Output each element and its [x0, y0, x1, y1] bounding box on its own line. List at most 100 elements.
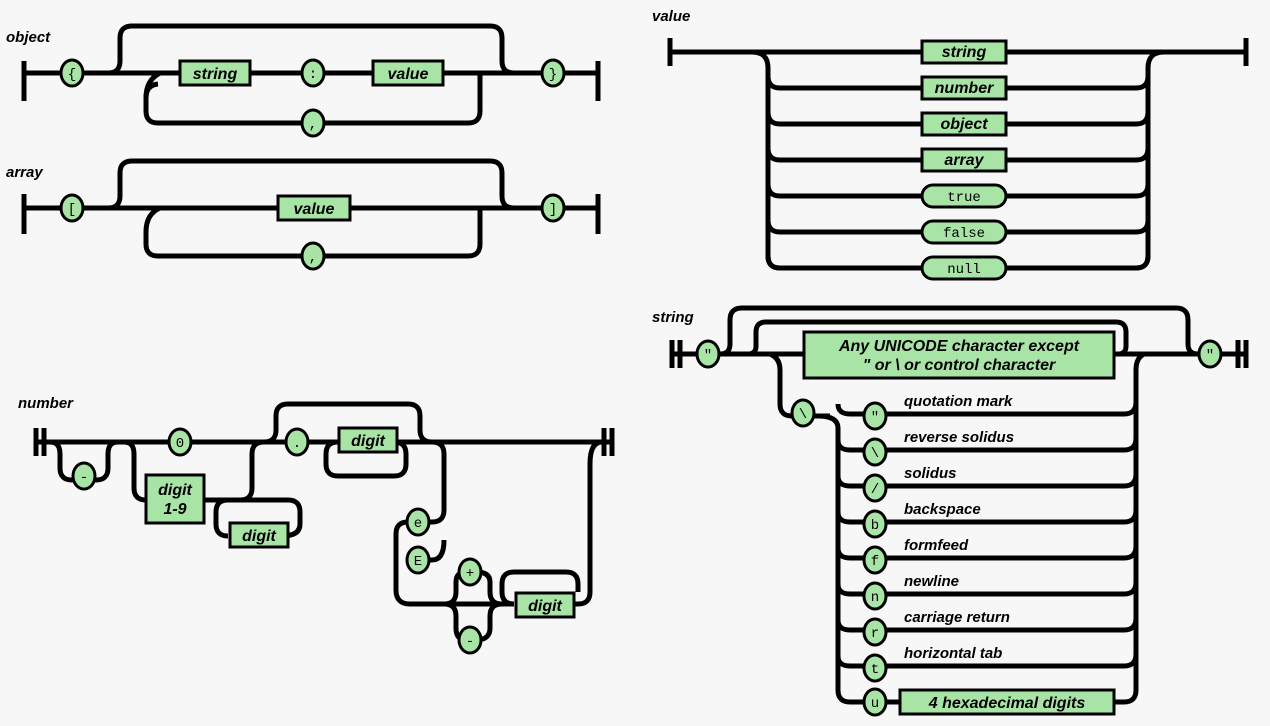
- value-option-true-node: [920, 183, 1008, 209]
- number-exponent-rail: [393, 519, 514, 607]
- number-digit19-label1: digit: [158, 482, 192, 499]
- string-close-quote-label: ": [1206, 348, 1214, 364]
- value-option-label: object: [940, 116, 988, 133]
- string-escape-char-node: [862, 401, 888, 431]
- number-int-digit-label: digit: [242, 528, 276, 545]
- number-minus-node: [71, 461, 97, 491]
- number-frac-digit-label: digit: [351, 433, 385, 450]
- array-open-bracket-node: [59, 193, 85, 223]
- string-escape-char-label: r: [871, 626, 879, 642]
- number-e-lower-label: e: [414, 516, 422, 532]
- number-title: number: [18, 395, 74, 412]
- object-value-node: [371, 59, 445, 87]
- string-backslash-label: \: [799, 407, 807, 423]
- string-escape-desc: horizontal tab: [904, 645, 1002, 662]
- number-exp-digit-node: [514, 591, 576, 619]
- string-empty-bypass: [719, 305, 1199, 357]
- array-title: array: [6, 164, 43, 181]
- number-exp-digit-label: digit: [528, 598, 562, 615]
- array-empty-bypass: [107, 158, 515, 211]
- string-unicode-char-node: [802, 330, 1116, 380]
- string-unicode-char-line1: Any UNICODE character except: [838, 338, 1080, 355]
- string-escape-char-node: [862, 545, 888, 575]
- number-e-upper-node: [405, 545, 431, 575]
- string-escape-char-label: u: [871, 696, 879, 712]
- string-escape-line: [835, 581, 1139, 597]
- number-digit19-node: [144, 473, 206, 525]
- string-escape-char-label: \: [871, 446, 879, 462]
- number-exponent-branch: [424, 439, 447, 563]
- number-zero-label: 0: [176, 436, 184, 452]
- number-digit19-branch: [123, 439, 150, 503]
- number-plus-node: [457, 557, 483, 587]
- number-dot-node: [284, 427, 310, 457]
- value-option-number-node: [920, 75, 1008, 101]
- array-close-bracket-label: ]: [549, 202, 557, 218]
- value-option-null-node: [920, 255, 1008, 281]
- string-escape-left-rail: [817, 413, 864, 705]
- object-open-brace-label: {: [68, 67, 76, 83]
- object-close-brace-label: }: [549, 67, 557, 83]
- object-comma-node: [300, 108, 326, 138]
- object-string-node: [178, 59, 252, 87]
- number-frac-digit-node: [337, 426, 399, 454]
- string-escape-char-label: ": [871, 410, 879, 426]
- array-comma-node: [300, 241, 326, 271]
- array-close-bracket-node: [540, 193, 566, 223]
- string-escape-char-node: [862, 473, 888, 503]
- value-option-label: true: [947, 190, 981, 206]
- number-digit19-label2: 1-9: [163, 501, 186, 518]
- array-value-label: value: [294, 201, 335, 218]
- string-title: string: [652, 309, 694, 326]
- number-digit19-join: [204, 439, 265, 503]
- value-title: value: [652, 8, 690, 25]
- string-escape-char-node: [862, 581, 888, 611]
- number-exp-digit-loop: [499, 569, 581, 607]
- string-repeat-loop: [747, 319, 1129, 357]
- string-escape-desc: quotation mark: [904, 393, 1013, 410]
- string-escape-right-rail: [1115, 351, 1147, 705]
- object-string-label: string: [193, 66, 238, 83]
- number-dot-label: .: [293, 436, 301, 452]
- string-open-quote-label: ": [704, 348, 712, 364]
- number-int-digit-node: [228, 521, 290, 549]
- string-open-quote-node: [695, 339, 721, 369]
- string-escape-line: [835, 617, 1139, 633]
- number-e-lower-node: [405, 507, 431, 537]
- array-value-node: [276, 194, 352, 222]
- value-diagram: value stringnumberobjectarraytruefalsenu…: [652, 8, 1249, 281]
- number-zero-node: [167, 427, 193, 457]
- string-unicode-char-line2: " or \ or control character: [863, 357, 1056, 374]
- string-escape-line: [835, 545, 1139, 561]
- number-minus-label: -: [80, 470, 88, 486]
- number-exponent-join: [566, 439, 603, 607]
- value-option-label: null: [947, 262, 981, 278]
- string-escape-line: [835, 401, 1139, 417]
- string-escape-char-label: b: [871, 518, 879, 534]
- string-escape-char-node: [862, 509, 888, 539]
- number-fraction-bypass: [263, 401, 433, 445]
- value-option-label: number: [935, 80, 994, 97]
- string-escape-line: [835, 473, 1139, 489]
- number-exp-minus-label: -: [466, 634, 474, 650]
- string-escape-char-label: t: [871, 662, 879, 678]
- string-escape-desc: carriage return: [904, 609, 1010, 626]
- string-escape-char-node: [862, 617, 888, 647]
- array-comma-label: ,: [309, 250, 317, 266]
- string-escape-char-label: n: [871, 590, 879, 606]
- value-option-label: false: [943, 226, 985, 242]
- object-title: object: [6, 29, 51, 46]
- array-diagram: array [ value , ]: [6, 158, 601, 271]
- string-diagram: string Any UNICODE character except " or…: [652, 305, 1249, 717]
- string-close-quote-node: [1197, 339, 1223, 369]
- string-escape-desc: backspace: [904, 501, 981, 518]
- number-digit-repeat-loop: [213, 497, 303, 539]
- object-open-brace-node: [59, 58, 85, 88]
- string-escape-desc: solidus: [904, 465, 957, 482]
- object-empty-bypass: [107, 23, 515, 76]
- string-backslash-node: [790, 398, 816, 428]
- string-escape-line: [835, 509, 1139, 525]
- number-plus-label: +: [466, 566, 474, 582]
